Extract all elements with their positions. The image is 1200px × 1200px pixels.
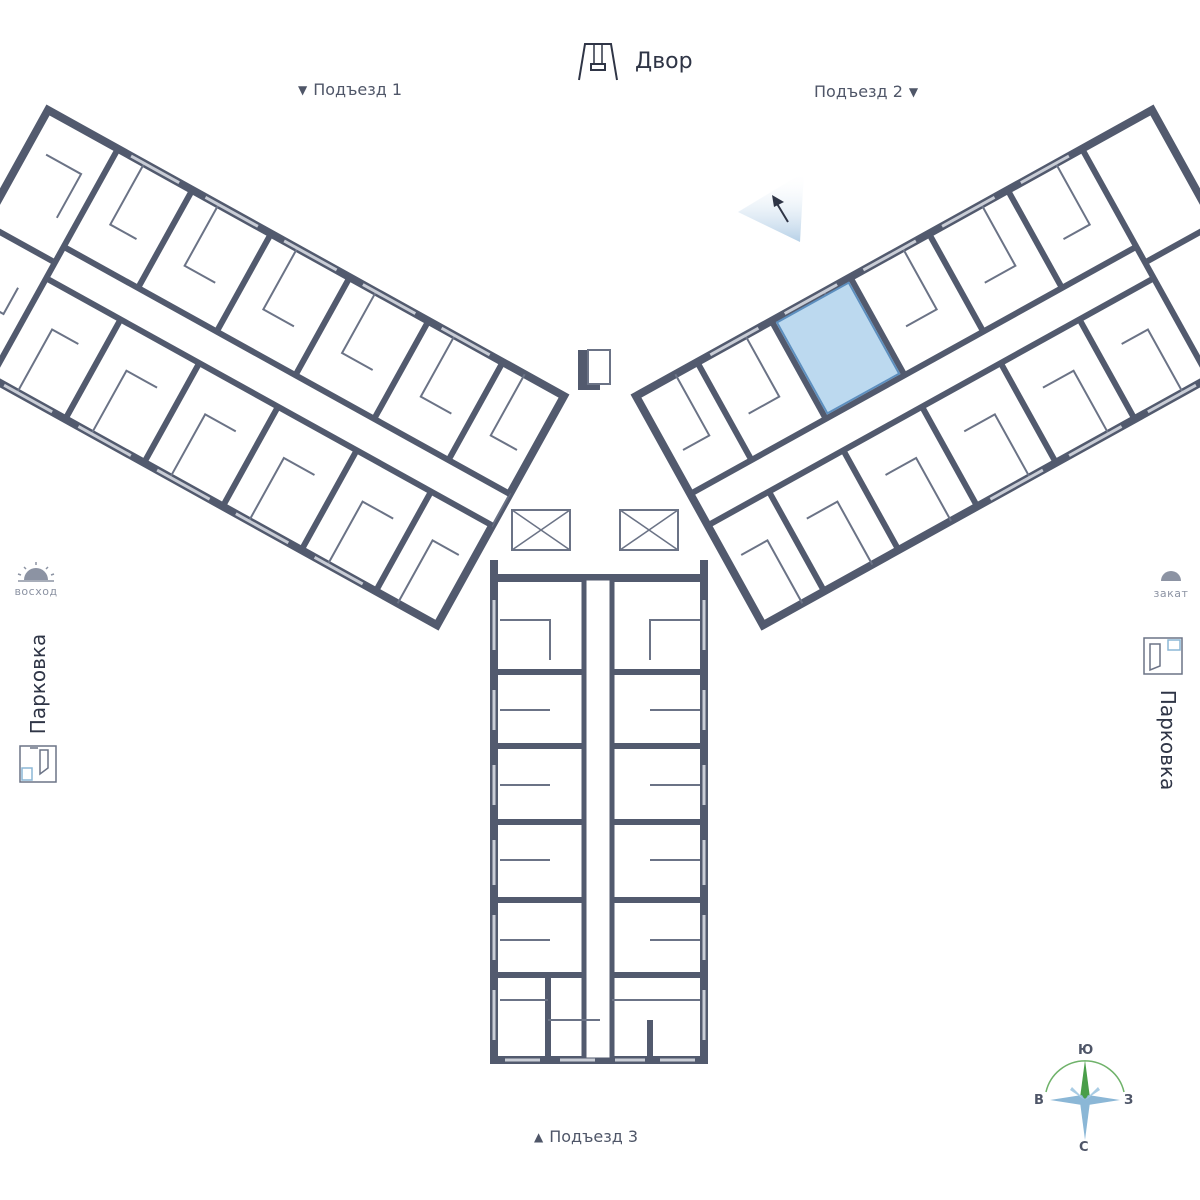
triangle-up-icon: ▲ <box>534 1129 544 1144</box>
yard-label: Двор <box>575 40 693 82</box>
parking-left-label: Парковка <box>26 634 50 734</box>
sunrise-icon <box>17 562 55 582</box>
sunrise-text: восход <box>14 585 58 598</box>
compass-south-label: Ю <box>1078 1043 1094 1058</box>
compass-north-label: С <box>1079 1140 1089 1155</box>
sunrise-marker: восход <box>8 560 64 598</box>
parking-right-label: Парковка <box>1156 690 1180 790</box>
sunset-marker: закат <box>1144 566 1198 600</box>
entrance-3-text: Подъезд 3 <box>549 1127 639 1146</box>
entrance-2-text: Подъезд 2 <box>814 82 903 101</box>
entrance-1-label: ▼ Подъезд 1 <box>298 80 402 99</box>
compass-star-icon <box>1045 1060 1125 1140</box>
compass-east-label: В <box>1034 1093 1044 1108</box>
parking-plan-right-icon <box>1143 637 1183 675</box>
parking-plan-left-icon <box>19 745 57 783</box>
view-direction-marker <box>738 172 804 242</box>
central-core <box>511 349 679 551</box>
compass-rose: Ю В З С <box>1030 1040 1140 1160</box>
wing-right <box>630 104 1200 631</box>
parking-right-text: Парковка <box>1156 689 1181 791</box>
entrance-2-label: Подъезд 2 ▼ <box>814 82 918 101</box>
sunset-icon <box>1161 571 1181 581</box>
wing-connectors <box>490 560 708 578</box>
parking-left-text: Парковка <box>26 633 51 735</box>
highlighted-apartment[interactable] <box>775 281 901 415</box>
entrance-1-text: Подъезд 1 <box>313 80 403 99</box>
triangle-down-icon: ▼ <box>298 82 308 97</box>
wing-bottom <box>490 574 708 1064</box>
entrance-3-label: ▲ Подъезд 3 <box>534 1127 638 1146</box>
sunset-text: закат <box>1153 587 1189 600</box>
yard-text: Двор <box>635 48 693 74</box>
playground-swing-icon <box>578 43 618 81</box>
compass-west-label: З <box>1124 1093 1134 1108</box>
triangle-down-icon: ▼ <box>908 84 919 99</box>
wing-left <box>0 104 570 631</box>
